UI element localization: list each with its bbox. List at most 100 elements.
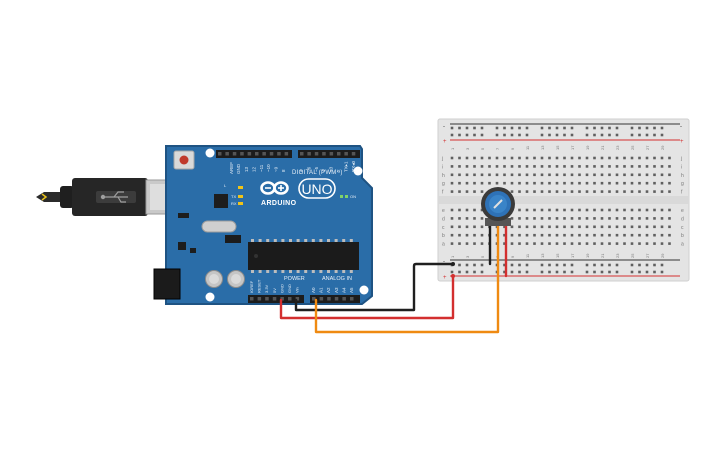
breadboard-hole[interactable] [660,156,664,160]
breadboard-hole[interactable] [555,190,559,193]
breadboard-hole[interactable] [465,126,469,130]
breadboard-hole[interactable] [593,133,596,137]
breadboard-hole[interactable] [638,217,641,220]
breadboard-hole[interactable] [555,217,559,220]
breadboard-hole[interactable] [555,225,559,229]
header-pin[interactable] [269,152,274,156]
breadboard-hole[interactable] [615,242,619,245]
breadboard-hole[interactable] [630,270,634,274]
breadboard-hole[interactable] [668,173,671,177]
breadboard-hole[interactable] [518,217,521,220]
header-pin[interactable] [322,152,326,156]
breadboard-hole[interactable] [518,165,521,168]
breadboard-hole[interactable] [600,133,604,137]
breadboard-hole[interactable] [653,181,656,185]
a0-wire[interactable] [314,224,500,334]
breadboard-hole[interactable] [563,225,566,229]
breadboard-hole[interactable] [668,233,671,237]
breadboard-hole[interactable] [653,242,656,245]
breadboard-hole[interactable] [578,233,581,237]
breadboard-hole[interactable] [473,233,476,237]
breadboard-hole[interactable] [593,242,596,245]
breadboard-hole[interactable] [458,270,461,274]
breadboard-hole[interactable] [450,181,454,185]
breadboard-hole[interactable] [450,133,454,137]
breadboard-hole[interactable] [518,156,521,160]
breadboard-hole[interactable] [533,233,536,237]
breadboard-hole[interactable] [525,133,529,137]
breadboard-hole[interactable] [630,190,634,193]
breadboard-hole[interactable] [555,165,559,168]
breadboard-hole[interactable] [593,270,596,274]
breadboard-hole[interactable] [563,270,566,274]
breadboard-hole[interactable] [570,225,574,229]
breadboard-hole[interactable] [660,270,664,274]
breadboard-hole[interactable] [480,225,484,229]
breadboard-hole[interactable] [578,208,581,212]
breadboard-hole[interactable] [578,225,581,229]
breadboard-hole[interactable] [495,173,499,177]
breadboard-hole[interactable] [518,270,521,274]
breadboard-hole[interactable] [623,208,626,212]
breadboard-hole[interactable] [660,225,664,229]
breadboard-hole[interactable] [480,133,484,137]
breadboard-hole[interactable] [480,190,484,193]
breadboard-hole[interactable] [480,165,484,168]
breadboard-hole[interactable] [660,233,664,237]
breadboard-hole[interactable] [518,190,521,193]
breadboard-hole[interactable] [623,190,626,193]
breadboard-hole[interactable] [668,225,671,229]
breadboard-hole[interactable] [450,156,454,160]
header-pin[interactable] [312,297,316,301]
breadboard-hole[interactable] [473,173,476,177]
breadboard-hole[interactable] [593,208,596,212]
breadboard-hole[interactable] [480,263,484,267]
breadboard-hole[interactable] [525,190,529,193]
breadboard-hole[interactable] [473,270,476,274]
breadboard-hole[interactable] [563,242,566,245]
breadboard-hole[interactable] [638,233,641,237]
breadboard-hole[interactable] [503,173,506,177]
wires[interactable] [279,224,508,334]
breadboard-hole[interactable] [473,225,476,229]
breadboard-hole[interactable] [540,165,544,168]
breadboard-hole[interactable] [458,263,461,267]
breadboard-hole[interactable] [585,208,589,212]
breadboard-hole[interactable] [630,242,634,245]
breadboard-hole[interactable] [578,217,581,220]
breadboard-hole[interactable] [653,190,656,193]
breadboard-hole[interactable] [450,270,454,274]
header-pin[interactable] [247,152,252,156]
breadboard-hole[interactable] [503,270,506,274]
breadboard-hole[interactable] [645,126,649,130]
breadboard-hole[interactable] [563,263,566,267]
breadboard-hole[interactable] [653,133,656,137]
breadboard-hole[interactable] [608,126,611,130]
breadboard-hole[interactable] [608,208,611,212]
breadboard-hole[interactable] [660,165,664,168]
breadboard-hole[interactable] [653,225,656,229]
breadboard-hole[interactable] [495,156,499,160]
breadboard-hole[interactable] [593,181,596,185]
breadboard-hole[interactable] [495,165,499,168]
breadboard-hole[interactable] [563,233,566,237]
breadboard-hole[interactable] [600,156,604,160]
breadboard-hole[interactable] [450,208,454,212]
header-pin[interactable] [240,152,244,156]
header-pin[interactable] [288,297,292,301]
header-pin[interactable] [337,152,341,156]
breadboard-hole[interactable] [645,263,649,267]
breadboard-hole[interactable] [563,156,566,160]
breadboard-hole[interactable] [510,242,514,245]
breadboard-hole[interactable] [450,190,454,193]
breadboard-hole[interactable] [630,225,634,229]
breadboard-hole[interactable] [615,233,619,237]
breadboard-hole[interactable] [608,133,611,137]
breadboard-hole[interactable] [450,233,454,237]
breadboard-hole[interactable] [585,165,589,168]
breadboard-hole[interactable] [518,233,521,237]
breadboard-hole[interactable] [638,208,641,212]
breadboard-hole[interactable] [585,181,589,185]
breadboard-hole[interactable] [608,225,611,229]
